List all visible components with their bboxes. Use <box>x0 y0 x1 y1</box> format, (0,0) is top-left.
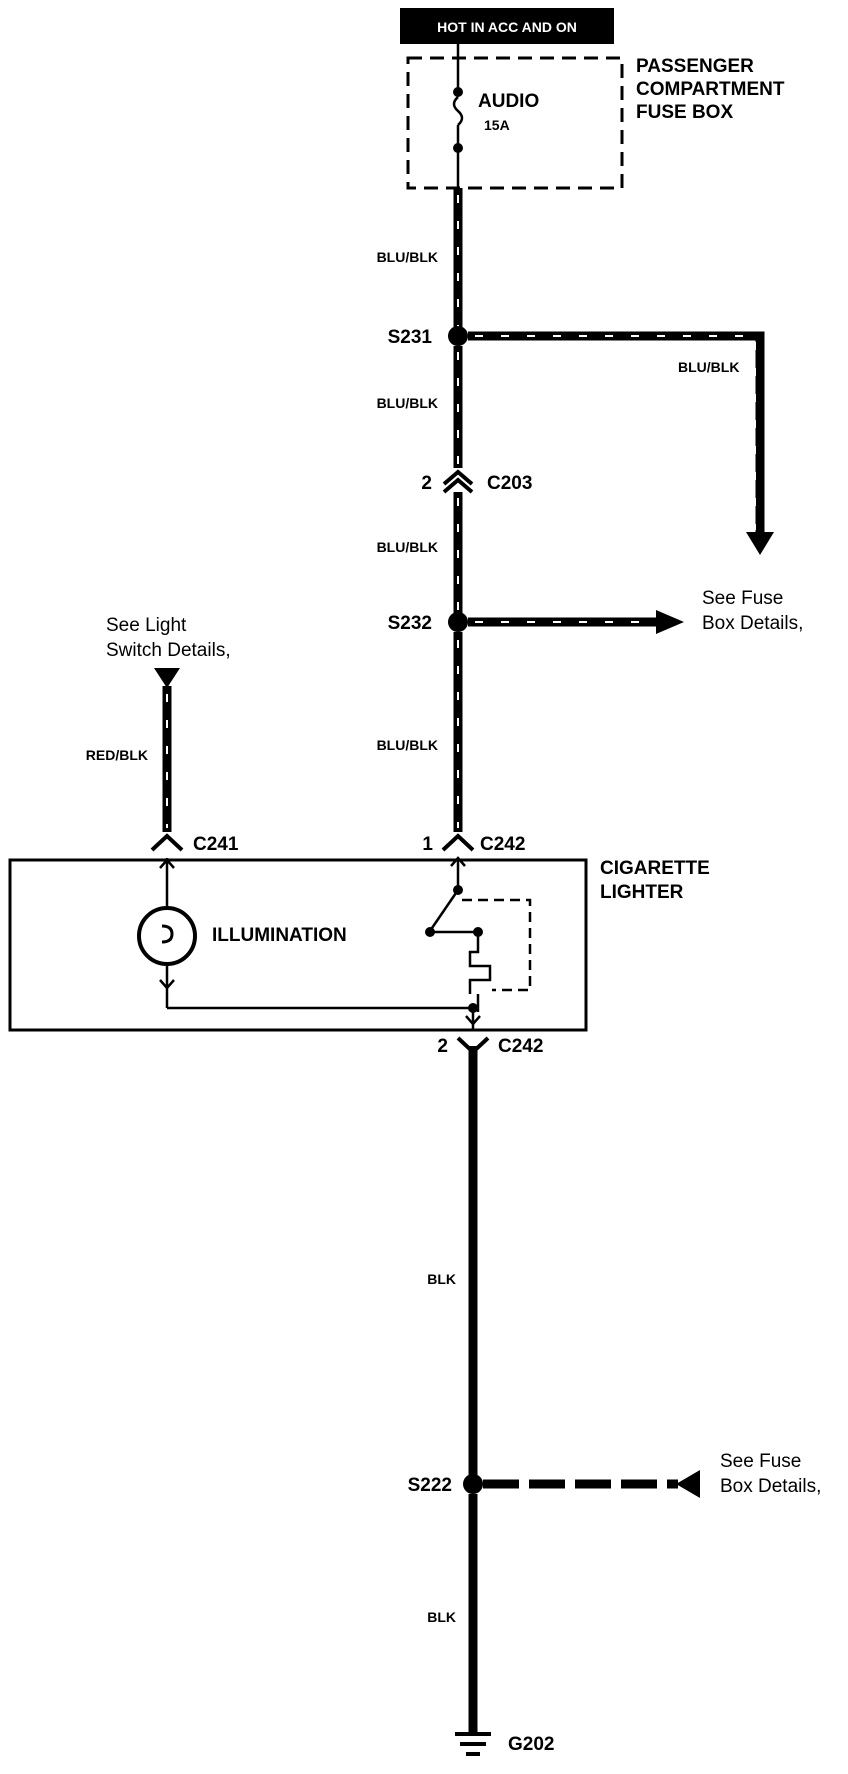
connector-c242-bottom-pin: 2 <box>437 1036 448 1057</box>
splice-s231-dot <box>448 326 468 346</box>
fuse-box-arrow-2 <box>676 1470 700 1498</box>
connector-c241-symbol <box>150 833 184 852</box>
component-name-line1: CIGARETTE <box>600 858 710 879</box>
splice-s222-label: S222 <box>408 1475 452 1496</box>
connector-c203-pin: 2 <box>421 473 432 494</box>
wire-label-light: RED/BLK <box>86 747 148 763</box>
fuse-note-2-line2: Box Details, <box>720 1476 821 1497</box>
fuse-box-arrow-1 <box>656 610 684 634</box>
wire-label-4: BLU/BLK <box>377 737 438 753</box>
power-header-box <box>400 8 614 44</box>
connector-c242-top-pin: 1 <box>422 834 433 855</box>
fuse-name: AUDIO <box>478 91 539 112</box>
splice-s222-dot <box>463 1474 483 1494</box>
wire-label-branch: BLU/BLK <box>678 359 739 375</box>
splice-s232-dot <box>448 612 468 632</box>
connector-c242-top-symbol <box>441 833 475 852</box>
wire-label-1: BLU/BLK <box>377 249 438 265</box>
connector-c242-bottom-label: C242 <box>498 1036 543 1057</box>
ground-label: G202 <box>508 1734 554 1755</box>
audio-fuse-symbol <box>452 44 464 188</box>
connector-c242-top-label: C242 <box>480 834 525 855</box>
illumination-label: ILLUMINATION <box>212 925 347 946</box>
ground-icon <box>455 1732 491 1756</box>
fuse-rating: 15A <box>484 117 510 133</box>
light-note-line1: See Light <box>106 615 187 636</box>
connector-c203-symbol <box>442 469 474 494</box>
component-name-line2: LIGHTER <box>600 882 684 903</box>
fuse-box-outline <box>406 56 624 190</box>
branch-arrow-down <box>746 532 774 555</box>
fuse-note-1-line1: See Fuse <box>702 588 783 609</box>
connector-c203-label: C203 <box>487 473 532 494</box>
fuse-box-name-line3: FUSE BOX <box>636 102 733 123</box>
wire-label-gnd1: BLK <box>427 1271 456 1287</box>
light-note-line2: Switch Details, <box>106 640 231 661</box>
wire-label-2: BLU/BLK <box>377 395 438 411</box>
wire-label-gnd2: BLK <box>427 1609 456 1625</box>
lighter-element-symbol <box>425 856 532 1030</box>
fuse-note-1-line2: Box Details, <box>702 613 803 634</box>
splice-s232-label: S232 <box>388 613 432 634</box>
connector-c241-label: C241 <box>193 834 239 855</box>
fuse-note-2-line1: See Fuse <box>720 1451 801 1472</box>
cigarette-lighter-box <box>8 858 588 1032</box>
wire-label-3: BLU/BLK <box>377 539 438 555</box>
splice-s231-label: S231 <box>388 327 433 348</box>
illumination-bulb-symbol <box>137 858 473 1010</box>
light-switch-arrow <box>154 668 180 688</box>
fuse-box-name-line2: COMPARTMENT <box>636 79 785 100</box>
power-header-label: HOT IN ACC AND ON <box>437 19 577 35</box>
fuse-box-name-line1: PASSENGER <box>636 56 754 77</box>
